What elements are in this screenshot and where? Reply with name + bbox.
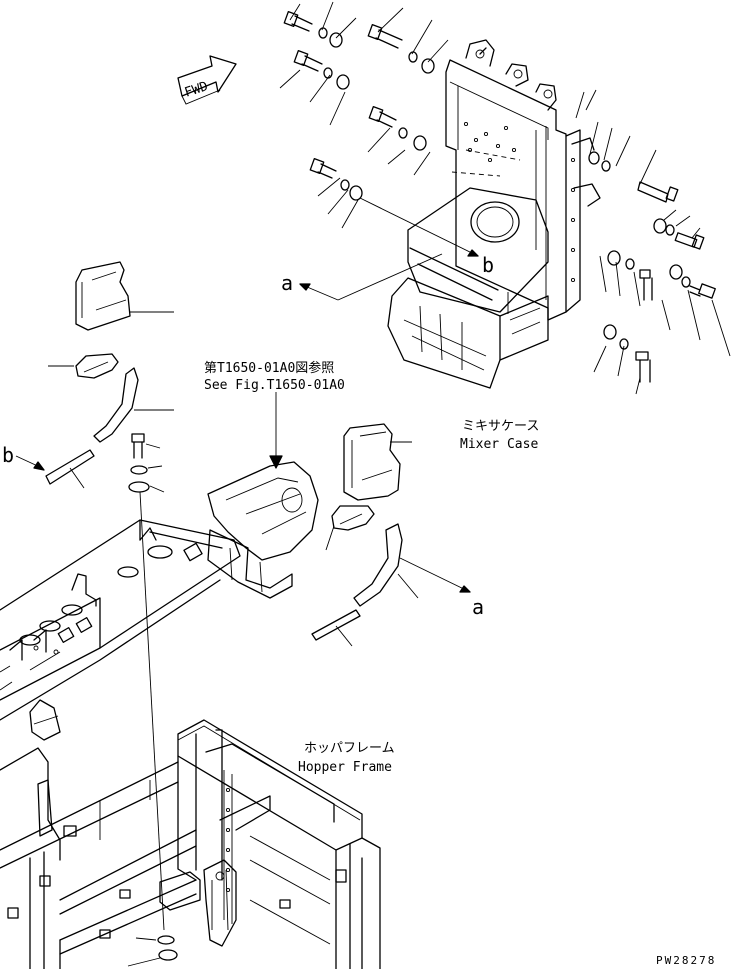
drawing-number: PW28278 — [656, 954, 716, 967]
washer — [323, 67, 333, 79]
top-fastener-group — [279, 1, 449, 229]
bolt — [635, 351, 651, 383]
bolt — [639, 269, 653, 301]
callout-a-bottom: a — [399, 557, 484, 619]
washer — [421, 58, 435, 74]
hopper-frame — [0, 699, 381, 969]
fwd-arrow: FWD — [177, 55, 237, 105]
washer — [349, 185, 363, 201]
washer — [669, 264, 683, 280]
left-curved-liner — [93, 367, 174, 443]
bolt — [309, 158, 337, 179]
hopper-frame-label-en: Hopper Frame — [298, 760, 392, 775]
washer — [625, 258, 635, 270]
mixer-case-label-jp: ミキサケース — [462, 419, 539, 434]
left-bearing-cap — [48, 353, 119, 379]
hopper-frame-label-jp: ホッパフレーム — [304, 741, 395, 756]
bolt — [674, 232, 705, 250]
bolt — [689, 283, 716, 299]
bolt — [637, 181, 679, 203]
washer — [588, 151, 600, 165]
bolt — [131, 433, 145, 459]
mixer-case-label: ミキサケース Mixer Case — [460, 419, 539, 452]
washer — [681, 276, 691, 288]
washer — [130, 465, 148, 475]
left-bar-b — [45, 449, 95, 489]
washer — [398, 127, 408, 139]
center-mount-bracket — [207, 392, 319, 599]
washer — [619, 338, 629, 350]
callout-a-bottom-label: a — [472, 595, 484, 619]
main-frame — [0, 519, 241, 721]
left-bracket — [75, 261, 174, 331]
washer — [653, 218, 667, 234]
reference-line2: See Fig.T1650-01A0 — [204, 378, 345, 393]
center-fastener-stack — [127, 433, 178, 967]
washer — [603, 324, 617, 340]
washer — [157, 935, 175, 945]
right-bracket — [343, 423, 412, 501]
washer — [318, 27, 328, 39]
right-fastener-group — [588, 121, 731, 395]
mixer-case-assembly — [387, 39, 601, 389]
bolt — [293, 50, 323, 72]
washer — [128, 481, 150, 493]
right-bar — [311, 609, 361, 647]
reference-line1: 第T1650-01A0図参照 — [204, 360, 334, 376]
washer — [601, 160, 611, 172]
hopper-frame-label: ホッパフレーム Hopper Frame — [298, 741, 395, 775]
callout-b-top: b — [359, 197, 494, 277]
right-curved-liner — [353, 523, 419, 607]
callout-b-left-label: b — [2, 443, 14, 467]
bolt — [368, 106, 397, 128]
bolt — [367, 24, 403, 49]
washer — [607, 250, 621, 266]
fwd-label: FWD — [183, 79, 210, 101]
callout-b-top-label: b — [482, 253, 494, 277]
callout-a-top-label: a — [281, 271, 293, 295]
washer — [329, 32, 343, 48]
washer — [665, 224, 675, 236]
callout-a-top: a — [281, 253, 443, 301]
washer — [413, 135, 427, 151]
washer — [408, 51, 418, 63]
bolt — [283, 11, 313, 32]
mixer-case-label-en: Mixer Case — [460, 437, 538, 452]
washer — [336, 74, 350, 90]
right-bearing-cap — [325, 505, 375, 551]
callout-b-left: b — [2, 443, 45, 471]
reference-label: 第T1650-01A0図参照 See Fig.T1650-01A0 — [204, 360, 345, 393]
washer — [340, 179, 350, 191]
nut — [158, 949, 178, 961]
mixer-case-opening — [470, 201, 520, 243]
